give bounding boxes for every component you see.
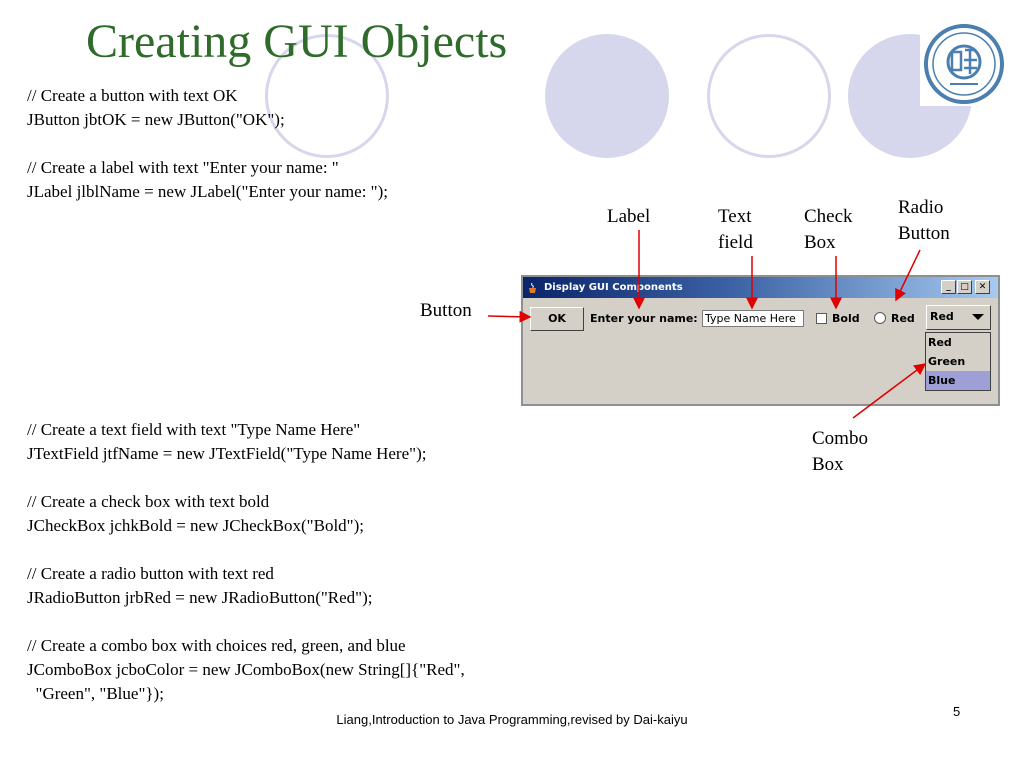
bold-checkbox-label[interactable]: Bold <box>832 312 860 325</box>
decor-circle <box>265 34 389 158</box>
combo-option-blue[interactable]: Blue <box>926 371 990 390</box>
combo-option-red[interactable]: Red <box>928 336 952 349</box>
decor-circle <box>545 34 669 158</box>
callout-text-field: Text field <box>718 206 753 253</box>
window-titlebar[interactable]: Display GUI Components _ □ ✕ <box>523 277 998 298</box>
name-text-field[interactable]: Type Name Here <box>702 310 804 327</box>
minimize-button[interactable]: _ <box>941 280 956 294</box>
close-button[interactable]: ✕ <box>975 280 990 294</box>
arrow-combo-box <box>852 363 927 419</box>
callout-button: Button <box>420 300 472 321</box>
combo-selected-value: Red <box>930 310 954 323</box>
name-label: Enter your name: <box>590 312 698 325</box>
callout-label: Label <box>607 206 651 227</box>
combo-dropdown-list: Red Green Blue <box>925 332 991 391</box>
bold-checkbox[interactable] <box>816 313 827 324</box>
arrow-radio-button <box>895 249 921 302</box>
university-seal-icon <box>920 22 1008 106</box>
maximize-button[interactable]: □ <box>957 280 972 294</box>
callout-radio-button: Radio Button <box>898 197 950 244</box>
java-cup-icon <box>529 282 536 293</box>
combo-option-green[interactable]: Green <box>928 355 966 368</box>
slide-title: Creating GUI Objects <box>86 15 508 68</box>
red-radio-button[interactable] <box>874 312 886 324</box>
arrow-button <box>487 310 532 323</box>
chevron-down-icon[interactable] <box>972 314 984 320</box>
callout-check-box: Check Box <box>804 206 853 253</box>
window-title: Display GUI Components <box>544 282 683 293</box>
color-combo-box[interactable]: Red <box>926 305 991 330</box>
red-radio-label[interactable]: Red <box>891 312 915 325</box>
decor-circle <box>707 34 831 158</box>
footer-credit: Liang,Introduction to Java Programming,r… <box>336 712 688 727</box>
page-number: 5 <box>953 704 961 719</box>
gui-window: Display GUI Components _ □ ✕ OK Enter yo… <box>521 275 1000 406</box>
callout-combo-box: Combo Box <box>812 428 868 475</box>
code-block-2: // Create a text field with text "Type N… <box>27 420 465 703</box>
